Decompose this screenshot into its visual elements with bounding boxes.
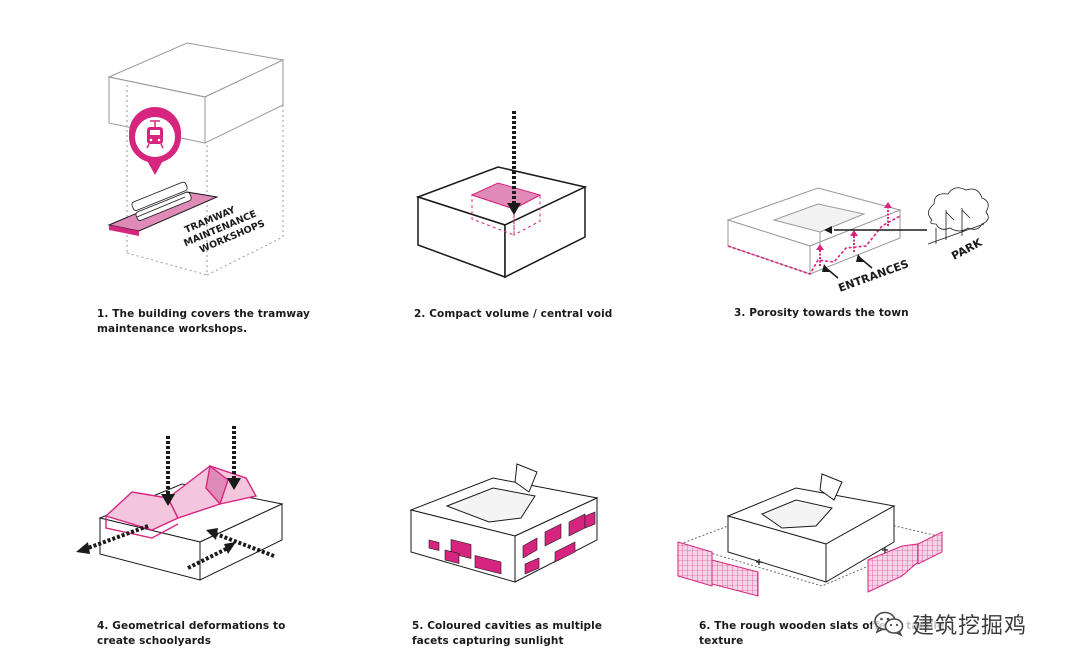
caption-5: 5. Coloured cavities as multiple facets …	[412, 619, 602, 649]
arrow-down-icon-right	[227, 426, 241, 490]
diagram-4-deformations	[76, 426, 284, 581]
caption-6-line2: texture	[699, 635, 744, 647]
arrow-right-in-icon	[187, 542, 236, 570]
caption-2-line1: 2. Compact volume / central void	[414, 308, 613, 320]
caption-3: 3. Porosity towards the town	[734, 306, 909, 321]
arrow-down-icon-left	[161, 436, 175, 506]
entrance-pointers	[822, 226, 927, 279]
tram-cars	[131, 181, 192, 221]
entrances-label: ENTRANCES	[837, 257, 911, 295]
tree-icon	[927, 187, 989, 245]
porous-volume	[726, 187, 902, 275]
diagram-3-porosity: ENTRANCES PARK	[726, 187, 989, 295]
caption-3-line1: 3. Porosity towards the town	[734, 307, 909, 319]
watermark-text: 建筑挖掘鸡	[912, 614, 1028, 639]
tram-pin-icon	[129, 107, 181, 175]
caption-5-line1: 5. Coloured cavities as multiple	[412, 620, 603, 632]
caption-2: 2. Compact volume / central void	[414, 307, 612, 322]
coloured-cavities	[428, 511, 596, 575]
plus-markers	[756, 547, 888, 565]
caption-1-line2: maintenance workshops.	[97, 323, 248, 335]
caption-5-line2: facets capturing sunlight	[412, 635, 564, 647]
slatted-volume	[726, 473, 896, 583]
diagram-5-coloured-cavities	[409, 463, 599, 583]
caption-1: 1. The building covers the tramway maint…	[97, 307, 310, 337]
caption-4: 4. Geometrical deformations to create sc…	[97, 619, 285, 649]
arrow-left-in-icon	[206, 528, 275, 558]
caption-1-line1: 1. The building covers the tramway	[97, 308, 311, 320]
park-label: PARK	[949, 236, 984, 263]
arrow-down-icon	[507, 111, 521, 215]
wooden-slat-panels	[677, 531, 943, 597]
wechat-icon	[874, 611, 904, 637]
arrow-left-icon	[76, 524, 149, 554]
diagram-6-wooden-slats	[677, 473, 943, 597]
watermark: 建筑挖掘鸡	[872, 606, 1034, 642]
diagram-1-tram-workshops: TRAMWAY MAINTENANCE WORKSHOPS	[107, 42, 285, 276]
central-void	[470, 182, 542, 236]
caption-4-line1: 4. Geometrical deformations to	[97, 620, 286, 632]
caption-4-line2: create schoolyards	[97, 635, 212, 647]
diagram-2-compact-volume	[415, 111, 588, 279]
entrance-arrows	[816, 202, 892, 266]
